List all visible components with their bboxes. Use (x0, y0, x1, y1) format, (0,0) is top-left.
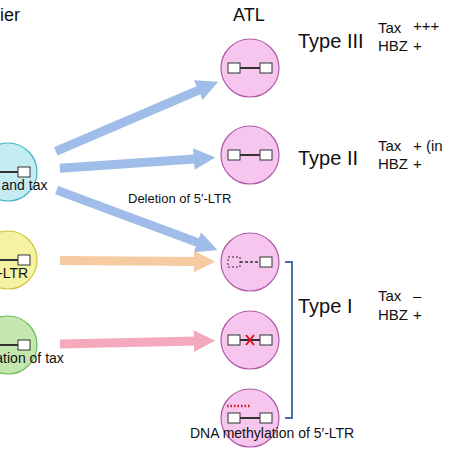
figure-label: + (413, 307, 422, 322)
arrow-label: Deletion of 5′-LTR (128, 192, 231, 205)
circle-outline (220, 232, 280, 292)
figure-label: ier (0, 6, 20, 24)
circle-outline (220, 310, 280, 370)
circle-outline (220, 125, 280, 185)
provirus-symbol (0, 167, 30, 177)
provirus-circle: DNA methylation of 5′-LTR (220, 388, 280, 448)
provirus-circle (220, 125, 280, 185)
transition-arrow (56, 89, 202, 152)
provirus-symbol (0, 340, 30, 350)
node-caption: of 5′-LTR (0, 266, 28, 280)
circle-outline (220, 38, 280, 98)
transition-arrow (60, 159, 198, 169)
figure-label: + (413, 38, 422, 53)
provirus-symbol (228, 335, 272, 345)
figure-label: Type III (298, 31, 364, 51)
provirus-symbol (228, 150, 272, 160)
circle-outline (0, 315, 38, 375)
cell-circle (221, 311, 279, 369)
circle-outline (0, 142, 38, 202)
figure-label: ATL (233, 6, 265, 24)
provirus-symbol (228, 63, 272, 73)
provirus-circle (220, 232, 280, 292)
figure-label: HBZ (378, 156, 408, 171)
cell-circle (221, 39, 279, 97)
figure-label: Type I (298, 296, 352, 316)
provirus-symbol (228, 257, 272, 267)
cell-circle (0, 231, 37, 289)
transition-arrow (60, 260, 198, 261)
provirus-symbol (227, 406, 272, 423)
provirus-circle: TRs and tax (0, 142, 38, 202)
figure-label: + (in (413, 138, 443, 153)
cell-circle (0, 316, 37, 374)
provirus-symbol (0, 255, 30, 265)
provirus-circle: of 5′-LTR (0, 230, 38, 290)
circle-outline (0, 230, 38, 290)
cell-circle (221, 126, 279, 184)
figure-label: Tax (378, 20, 401, 35)
node-caption: TRs and tax (0, 178, 47, 192)
figure-label: HBZ (378, 38, 408, 53)
type-bracket (285, 262, 292, 418)
node-caption: mutation of tax (0, 351, 64, 365)
figure-label: Type II (298, 148, 358, 168)
figure-label: Tax (378, 288, 401, 303)
node-caption: DNA methylation of 5′-LTR (190, 426, 354, 440)
figure-label: – (413, 288, 421, 303)
figure-label: HBZ (378, 307, 408, 322)
cell-circle (221, 233, 279, 291)
transition-arrow (60, 341, 198, 344)
provirus-circle (220, 38, 280, 98)
provirus-circle (220, 310, 280, 370)
figure-label: + (413, 156, 422, 171)
cell-circle (0, 143, 37, 201)
edge-group (56, 89, 202, 344)
figure-label: +++ (413, 18, 439, 33)
figure-label: Tax (378, 138, 401, 153)
provirus-circle: mutation of tax (0, 315, 38, 375)
